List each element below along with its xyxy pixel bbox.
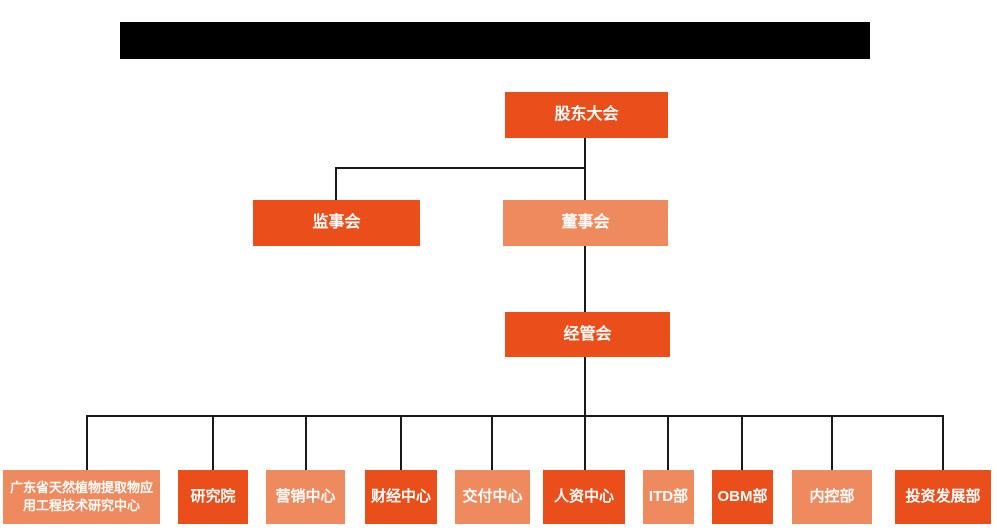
connector-drop-dept-1 xyxy=(86,415,88,470)
connector-drop-dept-3 xyxy=(305,415,307,470)
connector-drop-supervisory xyxy=(335,167,337,200)
dept-investment-development: 投资发展部 xyxy=(895,470,991,524)
dept-obm: OBM部 xyxy=(712,470,773,524)
node-supervisory-board: 监事会 xyxy=(253,200,420,246)
connector-drop-dept-4 xyxy=(400,415,402,470)
connector-drop-dept-5 xyxy=(491,415,493,470)
connector-drop-dept-9 xyxy=(831,415,833,470)
node-board-of-directors: 董事会 xyxy=(503,200,668,246)
dept-finance-center: 财经中心 xyxy=(365,470,437,524)
dept-guangdong-plant-extract-research-center: 广东省天然植物提取物应用工程技术研究中心 xyxy=(3,470,160,524)
connector-board-to-management xyxy=(584,246,586,312)
dept-itd: ITD部 xyxy=(643,470,694,524)
connector-root-to-level2 xyxy=(584,138,586,200)
connector-drop-dept-10 xyxy=(942,415,944,470)
connector-level2-horizontal xyxy=(335,167,586,169)
node-shareholders-meeting: 股东大会 xyxy=(505,92,668,138)
dept-hr-center: 人资中心 xyxy=(543,470,625,524)
dept-internal-control: 内控部 xyxy=(792,470,872,524)
connector-drop-dept-6 xyxy=(584,415,586,470)
redacted-title-bar xyxy=(120,22,870,59)
dept-research-institute: 研究院 xyxy=(178,470,248,524)
node-management-committee: 经管会 xyxy=(505,312,670,357)
connector-departments-bus xyxy=(86,415,944,417)
dept-marketing-center: 营销中心 xyxy=(266,470,345,524)
connector-drop-dept-7 xyxy=(667,415,669,470)
dept-delivery-center: 交付中心 xyxy=(455,470,530,524)
connector-drop-dept-2 xyxy=(212,415,214,470)
connector-drop-dept-8 xyxy=(741,415,743,470)
connector-management-to-bus xyxy=(584,357,586,417)
